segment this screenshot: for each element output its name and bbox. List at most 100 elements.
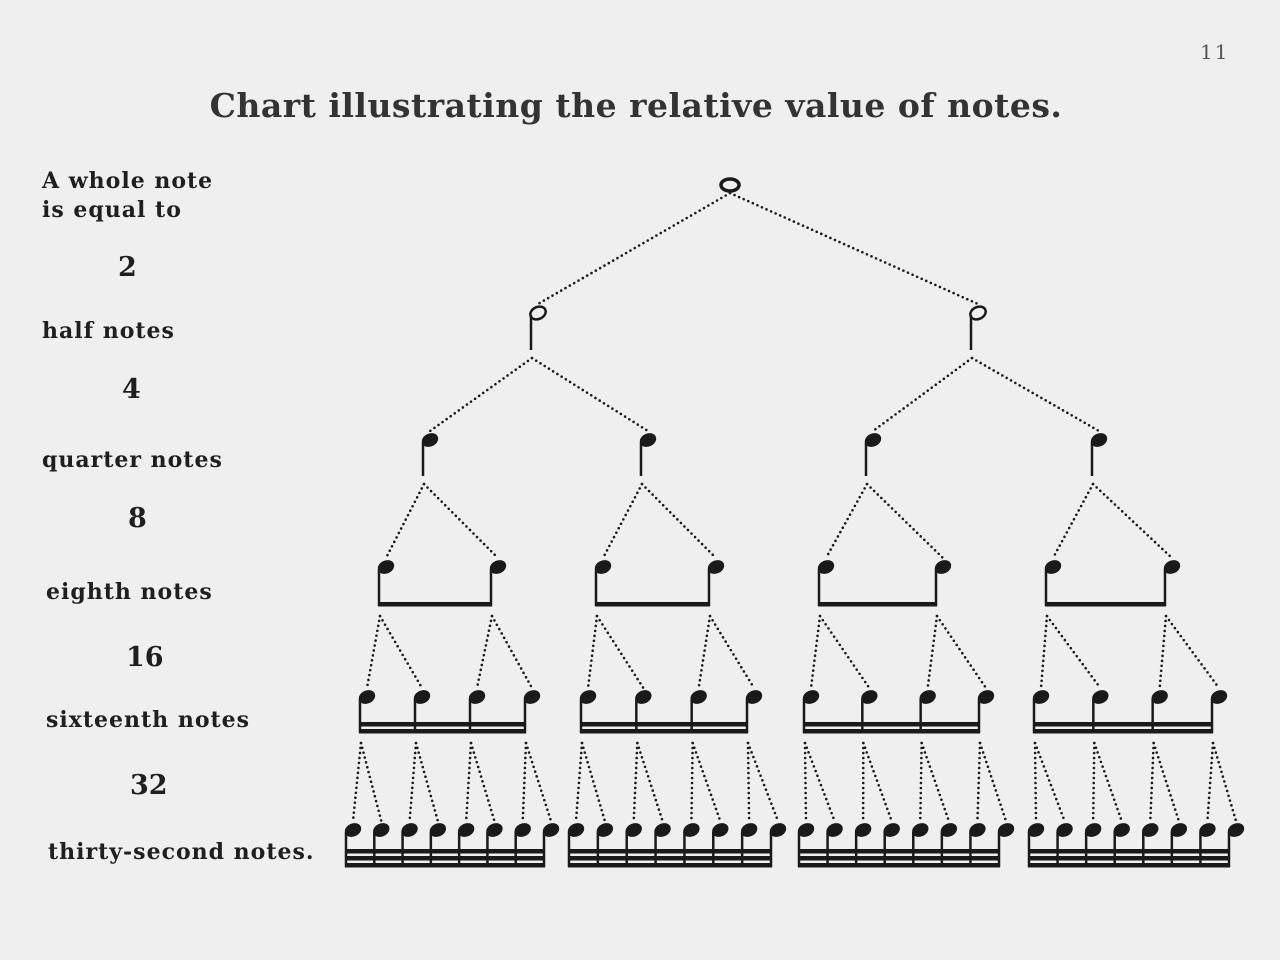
dotted-connector (1051, 482, 1095, 560)
page-number: 11 (1200, 40, 1230, 64)
note-beam (580, 722, 748, 727)
dotted-connector (690, 741, 694, 823)
note-beam (1045, 602, 1166, 607)
dotted-connector (862, 741, 894, 823)
note-beam (818, 602, 937, 607)
note-beam (1028, 856, 1230, 861)
dotted-connector (865, 482, 945, 560)
dotted-connector (871, 356, 974, 433)
label-whole-note: A whole note is equal to (42, 167, 213, 225)
dotted-connector (1033, 741, 1066, 823)
note-beam (798, 849, 1000, 854)
note-beam (798, 856, 1000, 861)
dotted-connector (475, 614, 494, 690)
dotted-connector (818, 614, 871, 690)
label-whole-line2: is equal to (42, 197, 182, 223)
note-beam (345, 849, 545, 854)
dotted-connector (1158, 614, 1168, 690)
dotted-connector (1093, 741, 1124, 823)
dotted-connector (708, 614, 756, 690)
dotted-connector (536, 191, 732, 306)
dotted-connector (521, 741, 528, 823)
dotted-connector (469, 741, 496, 823)
dotted-connector (384, 482, 426, 560)
dotted-connector (926, 614, 939, 690)
dotted-connector (1148, 741, 1155, 823)
dotted-connector (530, 356, 650, 433)
dotted-connector (414, 741, 440, 823)
whole-note-icon (719, 177, 741, 193)
dotted-connector (918, 741, 923, 823)
dotted-connector (1033, 741, 1038, 823)
label-thirty-second-notes: thirty-second notes. (48, 839, 315, 865)
note-beam (1028, 849, 1230, 854)
dotted-connector (365, 614, 382, 690)
dotted-connector (691, 741, 722, 823)
dotted-connector (1091, 482, 1174, 560)
note-beam (345, 863, 545, 868)
dotted-connector (1039, 614, 1049, 690)
count-thirty-second: 32 (130, 770, 168, 801)
dotted-connector (601, 482, 644, 560)
dotted-connector (978, 741, 1008, 823)
dotted-connector (490, 614, 534, 690)
note-beam (359, 729, 526, 734)
dotted-connector (1091, 741, 1096, 823)
dotted-connector (586, 614, 599, 690)
dotted-connector (524, 741, 553, 823)
note-beam (1033, 722, 1213, 727)
chart-title: Chart illustrating the relative value of… (209, 86, 1063, 125)
dotted-connector (632, 741, 639, 823)
dotted-connector (595, 614, 645, 690)
note-beam (378, 602, 492, 607)
note-beam (803, 722, 980, 727)
note-beam (359, 722, 526, 727)
dotted-connector (824, 482, 869, 560)
note-beam (568, 856, 772, 861)
dotted-connector (976, 741, 982, 823)
note-beam (568, 849, 772, 854)
dotted-connector (408, 741, 418, 823)
dotted-connector (359, 741, 383, 823)
dotted-connector (746, 741, 780, 823)
dotted-connector (1152, 741, 1181, 823)
dotted-connector (351, 741, 363, 823)
dotted-connector (935, 614, 988, 690)
dotted-connector (636, 741, 664, 823)
dotted-connector (1211, 741, 1238, 823)
note-beam (345, 856, 545, 861)
note-beam (1028, 863, 1230, 868)
dotted-connector (920, 741, 951, 823)
count-sixteenth: 16 (126, 642, 164, 673)
dotted-connector (574, 741, 584, 823)
note-beam (1033, 729, 1213, 734)
dotted-connector (464, 741, 473, 823)
label-eighth-notes: eighth notes (46, 579, 213, 605)
label-half-notes: half notes (42, 318, 175, 344)
dotted-connector (803, 741, 836, 823)
dotted-connector (697, 614, 712, 690)
note-beam (568, 863, 772, 868)
dotted-connector (1045, 614, 1102, 690)
count-half: 2 (118, 252, 137, 283)
dotted-connector (378, 614, 424, 690)
dotted-connector (1206, 741, 1215, 823)
dotted-connector (746, 741, 751, 823)
count-quarter: 4 (122, 374, 141, 405)
note-beam (580, 729, 748, 734)
count-eighth: 8 (128, 503, 147, 534)
note-beam (803, 729, 980, 734)
dotted-connector (640, 482, 718, 560)
dotted-connector (728, 191, 980, 306)
dotted-connector (1164, 614, 1221, 690)
note-beam (798, 863, 1000, 868)
dotted-connector (580, 741, 607, 823)
dotted-connector (422, 482, 500, 560)
dotted-connector (809, 614, 822, 690)
note-beam (595, 602, 710, 607)
label-sixteenth-notes: sixteenth notes (46, 707, 251, 733)
dotted-connector (428, 356, 534, 433)
dotted-connector (803, 741, 808, 823)
dotted-connector (970, 356, 1101, 433)
